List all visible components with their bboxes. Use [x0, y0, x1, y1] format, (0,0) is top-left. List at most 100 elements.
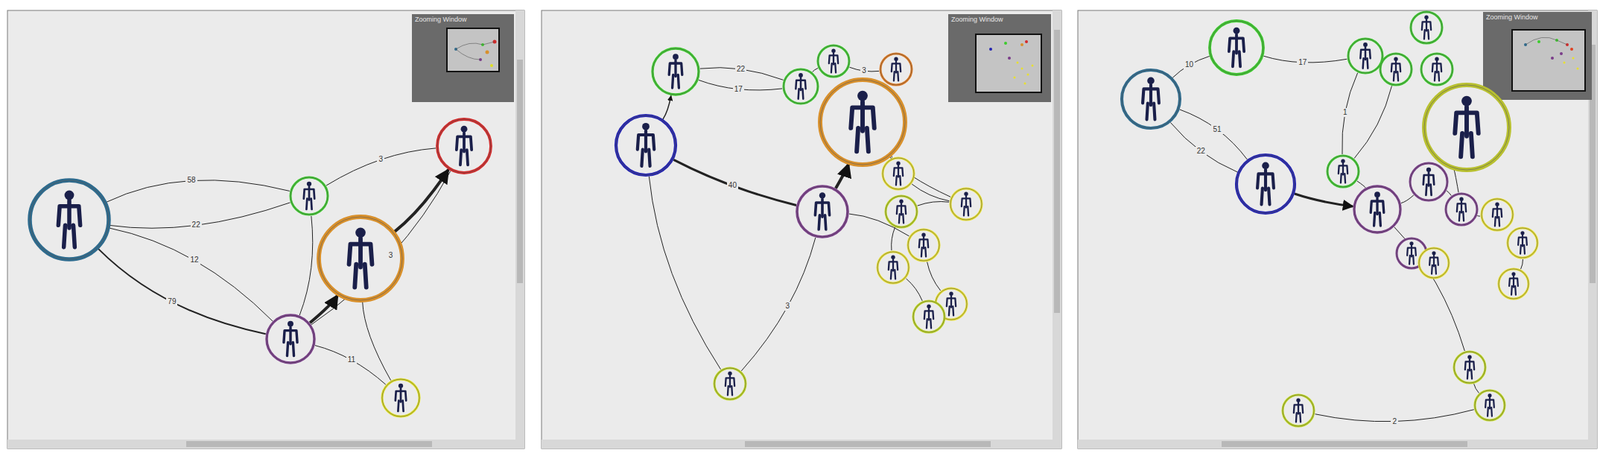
node-circle — [948, 186, 984, 222]
cluster-node — [795, 184, 850, 239]
node-circle — [818, 78, 907, 167]
node-circle — [28, 178, 111, 261]
transition-edge — [394, 169, 449, 232]
cluster-node — [881, 156, 916, 191]
transition-edge — [927, 262, 941, 291]
edge-count: 11 — [346, 355, 357, 365]
transition-edge — [741, 237, 816, 371]
cluster-node — [1120, 68, 1182, 130]
edge-count: 3 — [387, 251, 395, 260]
panel — [541, 10, 1062, 449]
edge-count: 58 — [185, 175, 197, 185]
node-circle — [712, 366, 748, 401]
edge-count: 3 — [860, 66, 868, 76]
transition-edge — [1394, 227, 1465, 351]
cluster-node — [1409, 10, 1444, 45]
node-circle — [878, 52, 914, 87]
cluster-node — [818, 78, 907, 167]
transition-edge — [673, 159, 797, 205]
edge-count: 22 — [1195, 146, 1207, 156]
transition-edge — [812, 67, 818, 72]
node-circle — [614, 113, 678, 177]
node-circle — [795, 184, 850, 239]
transition-edge — [1401, 195, 1414, 204]
edge-count: 17 — [732, 84, 745, 94]
node-circle — [875, 250, 911, 285]
transition-edge — [891, 227, 896, 251]
node-circle — [435, 117, 493, 175]
cluster-node — [1419, 52, 1455, 87]
transition-edge — [1446, 190, 1452, 196]
cluster-node — [435, 117, 493, 175]
transition-edge — [905, 278, 923, 301]
window-title: Zooming Window — [1486, 13, 1539, 22]
node-circle — [380, 377, 421, 418]
node-circle — [1473, 388, 1507, 422]
node-circle — [1208, 19, 1265, 76]
cluster-node — [1473, 388, 1507, 422]
node-circle — [1120, 68, 1182, 130]
cluster-node — [1378, 52, 1414, 87]
transition-edge — [1454, 169, 1459, 193]
edge-count: 10 — [1183, 60, 1195, 70]
node-circle — [1480, 197, 1515, 232]
node-circle — [1417, 246, 1451, 280]
transition-edge — [1170, 122, 1238, 173]
transition-edge — [1357, 181, 1366, 188]
cluster-node — [1417, 246, 1451, 280]
cluster-node — [1506, 226, 1539, 260]
edge-count: 3 — [376, 154, 385, 164]
edge-count: 51 — [1211, 125, 1223, 135]
node-circle — [1235, 153, 1297, 215]
transition-edge — [109, 227, 273, 322]
node-circle — [289, 175, 330, 217]
cluster-node — [28, 178, 111, 261]
transition-edge — [1354, 85, 1392, 158]
cluster-node — [614, 113, 678, 177]
cluster-node — [265, 313, 316, 365]
transition-edge — [1172, 55, 1209, 78]
transition-edge — [315, 345, 386, 386]
transition-edge — [1294, 193, 1353, 207]
cluster-node — [911, 299, 946, 334]
panel — [1077, 10, 1598, 449]
cluster-node — [1422, 83, 1511, 172]
cluster-node — [875, 250, 911, 285]
edge-count: 40 — [727, 181, 739, 190]
edge-count: 17 — [1296, 58, 1309, 68]
node-circle — [1422, 83, 1511, 172]
transition-edge — [362, 301, 392, 381]
edge-count: 22 — [190, 220, 202, 230]
edge-count: 2 — [1390, 417, 1399, 427]
transition-edge — [1477, 215, 1481, 217]
node-circle — [782, 67, 820, 106]
cluster-node — [1346, 37, 1384, 75]
node-circle — [1378, 52, 1414, 87]
cluster-node — [878, 52, 914, 87]
transition-edge — [835, 163, 849, 189]
transition-edge — [1521, 259, 1524, 269]
cluster-node — [651, 46, 701, 97]
cluster-node — [712, 366, 748, 401]
transition-edge — [889, 156, 951, 197]
window-title: Zooming Window — [951, 15, 1004, 24]
cluster-node — [1408, 161, 1449, 202]
cluster-node — [884, 194, 919, 229]
transition-edge — [106, 180, 290, 203]
panel — [7, 10, 525, 449]
edge-count: 12 — [188, 255, 200, 265]
node-circle — [906, 227, 941, 263]
node-circle — [265, 313, 316, 365]
edge-count: 1 — [1341, 108, 1349, 117]
node-circle — [884, 194, 919, 229]
node-circle — [1281, 393, 1316, 428]
node-circle — [1497, 267, 1530, 301]
cluster-node — [380, 377, 421, 418]
transition-edge — [1179, 109, 1248, 160]
node-circle — [1506, 226, 1539, 260]
cluster-node — [1281, 393, 1316, 428]
transition-edge — [917, 201, 950, 207]
transition-edge — [98, 248, 266, 334]
cluster-node — [289, 175, 330, 217]
node-circle — [1325, 154, 1361, 189]
